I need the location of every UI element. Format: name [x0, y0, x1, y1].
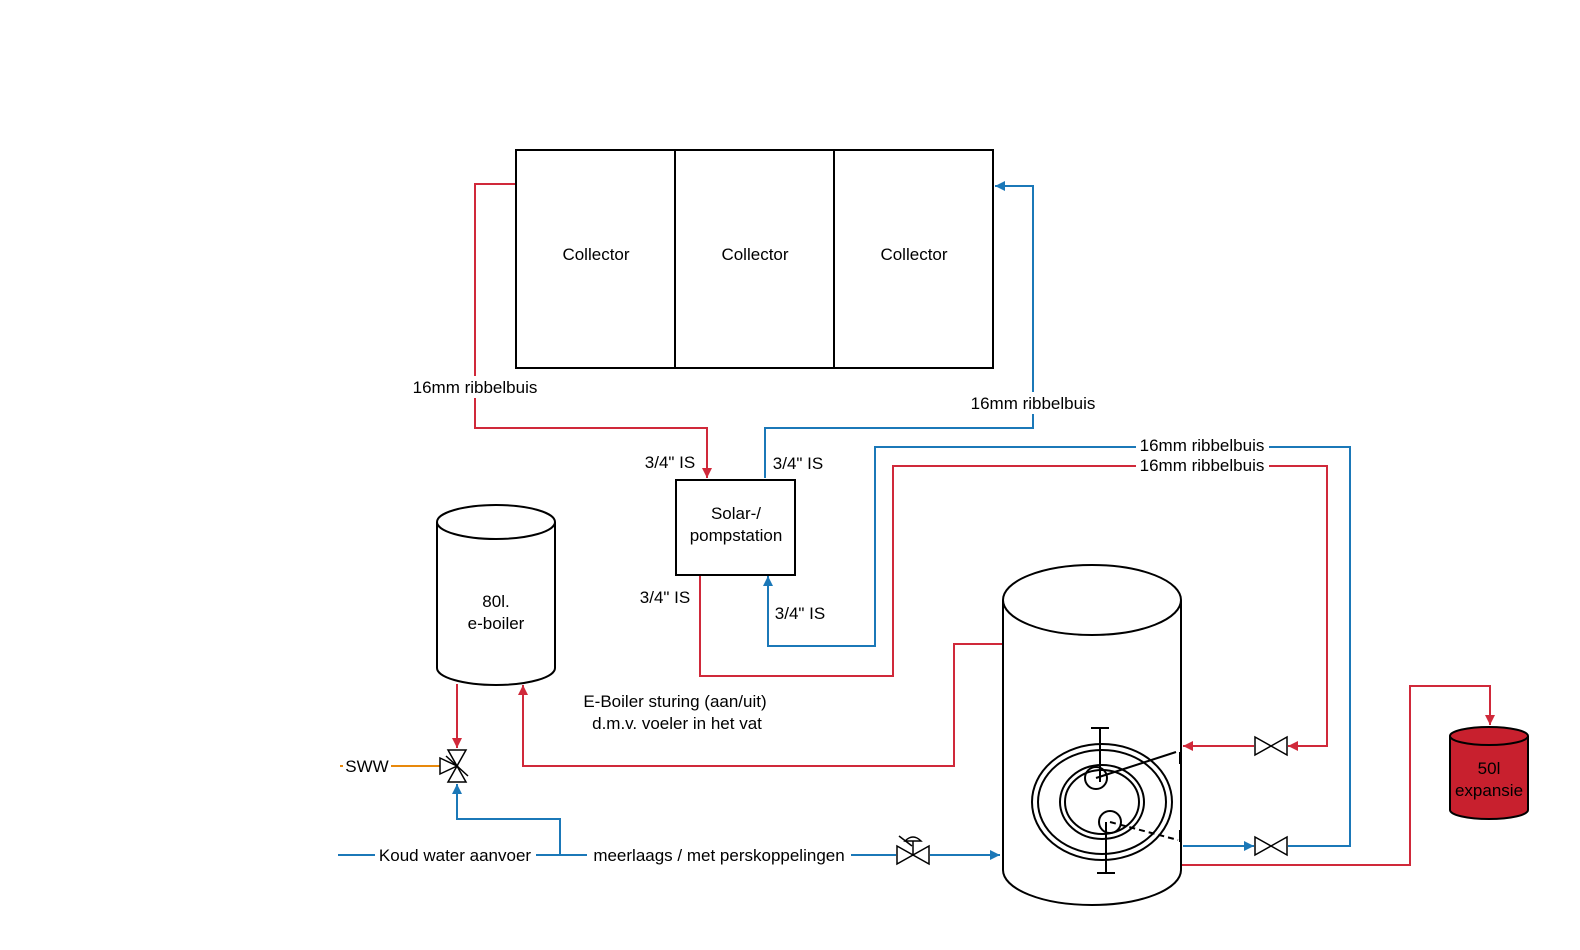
multilayer-pipe-label: meerlaags / met perskoppelingen: [593, 846, 844, 865]
collector-2-label: Collector: [721, 245, 788, 264]
pressure-reducing-valve[interactable]: [896, 835, 930, 866]
control-signal-line: [518, 643, 1003, 767]
eboiler-label-2: e-boiler: [468, 614, 525, 633]
cold-supply-pipe: [338, 784, 561, 856]
pump-station-label-2: pompstation: [690, 526, 783, 545]
collector-3-label: Collector: [880, 245, 947, 264]
storage-tank: [1002, 564, 1182, 906]
is-bottom-left-label: 3/4" IS: [640, 588, 690, 607]
gate-valve-hot[interactable]: [1254, 735, 1288, 757]
pump-station-label-1: Solar-/: [711, 504, 761, 523]
sww-label: SWW: [345, 757, 388, 776]
hot-pipes: [452, 183, 1495, 866]
expansion-vessel: 50l expansie: [1449, 726, 1529, 820]
tank-hot-pipe-label: 16mm ribbelbuis: [1140, 456, 1265, 475]
eboiler-label-1: 80l.: [482, 592, 509, 611]
pump-station: Solar-/ pompstation: [675, 479, 796, 576]
cold-supply-label: Koud water aanvoer: [379, 846, 531, 865]
control-label-2: d.m.v. voeler in het vat: [592, 714, 762, 733]
collector-left-pipe-label: 16mm ribbelbuis: [413, 378, 538, 397]
expansion-label-1: 50l: [1478, 759, 1501, 778]
collector-array: Collector Collector Collector: [515, 149, 994, 369]
tank-to-expansion-pipe: [1182, 685, 1495, 866]
pump-to-collector-cold-pipe: [764, 181, 1034, 478]
eboiler-tank: 80l. e-boiler: [436, 504, 556, 686]
cold-return-pipe: [763, 446, 1351, 847]
heat-exchanger-coil: [1031, 727, 1181, 874]
tank-cold-pipe-label: 16mm ribbelbuis: [1140, 436, 1265, 455]
control-label-1: E-Boiler sturing (aan/uit): [583, 692, 766, 711]
gate-valve-cold[interactable]: [1254, 835, 1288, 857]
is-top-right-label: 3/4" IS: [773, 454, 823, 473]
collector-to-pump-hot-pipe: [474, 183, 712, 478]
pump-to-tank-hot-pipe: [699, 465, 1328, 751]
pipe-labels: 16mm ribbelbuis 16mm ribbelbuis 16mm rib…: [343, 376, 1269, 865]
collector-right-pipe-label: 16mm ribbelbuis: [971, 394, 1096, 413]
is-bottom-right-label: 3/4" IS: [775, 604, 825, 623]
thermostatic-mixing-valve[interactable]: [439, 749, 469, 783]
collector-1-label: Collector: [562, 245, 629, 264]
expansion-label-2: expansie: [1455, 781, 1523, 800]
is-top-left-label: 3/4" IS: [645, 453, 695, 472]
